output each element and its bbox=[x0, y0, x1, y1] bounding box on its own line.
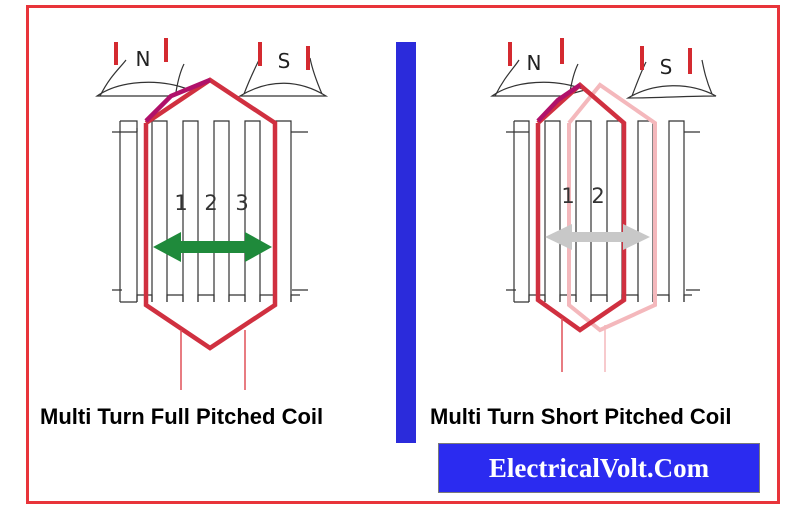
caption-short-pitched: Multi Turn Short Pitched Coil bbox=[430, 404, 732, 429]
slot-number-3: 3 bbox=[235, 191, 248, 215]
double-arrow-short-pitch bbox=[545, 224, 650, 250]
slot-number-1-right: 1 bbox=[561, 184, 574, 208]
brand-label: ElectricalVolt.Com bbox=[488, 452, 710, 483]
short-pitched-diagram: N S 1 2 bbox=[490, 38, 717, 372]
panel-divider bbox=[396, 42, 416, 443]
caption-full-pitched: Multi Turn Full Pitched Coil bbox=[40, 404, 324, 429]
pole-n-label: N bbox=[136, 47, 151, 71]
pole-south: S bbox=[237, 42, 329, 97]
armature-slots bbox=[112, 120, 308, 303]
pole-s-label-right: S bbox=[660, 55, 673, 79]
slot-numbers-right: 1 2 bbox=[561, 184, 604, 208]
pole-north: N bbox=[95, 38, 192, 97]
pole-south-right: S bbox=[625, 46, 717, 99]
full-pitched-diagram: N S 1 2 3 bbox=[95, 38, 329, 390]
coil-short-pitched bbox=[535, 81, 627, 372]
coil-faded-previous-position bbox=[567, 82, 657, 372]
slot-number-1: 1 bbox=[174, 191, 187, 215]
armature-slots-right bbox=[506, 120, 700, 303]
pole-s-label: S bbox=[278, 49, 291, 73]
brand-banner: ElectricalVolt.Com bbox=[438, 443, 760, 493]
outer-frame bbox=[26, 5, 780, 504]
slot-numbers: 1 2 3 bbox=[174, 191, 248, 215]
pole-north-right: N bbox=[490, 38, 587, 97]
coil-full-pitched bbox=[143, 77, 278, 390]
slot-number-2-right: 2 bbox=[591, 184, 604, 208]
double-arrow-full-pitch bbox=[153, 232, 272, 262]
pole-n-label-right: N bbox=[527, 51, 542, 75]
slot-number-2: 2 bbox=[204, 191, 217, 215]
